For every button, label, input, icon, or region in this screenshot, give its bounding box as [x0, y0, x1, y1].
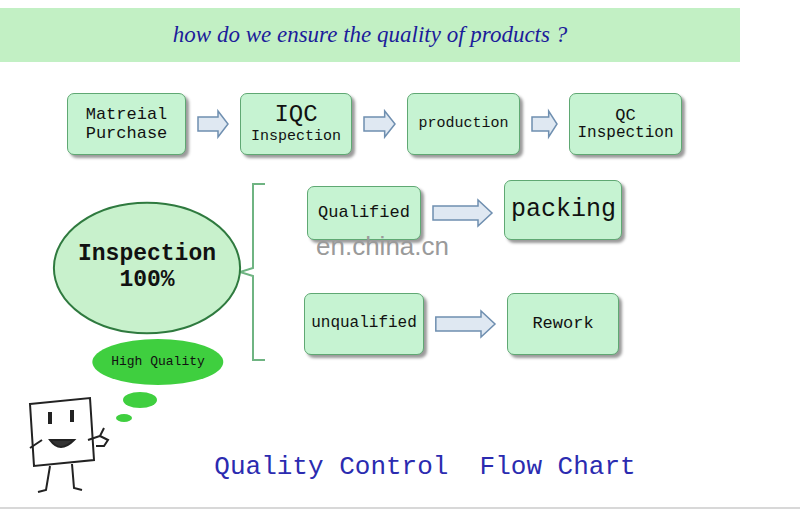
flow-arrow: [532, 111, 557, 137]
node-text: unqualified: [311, 315, 417, 333]
node-text: IQC: [274, 102, 317, 129]
caption: Quality Control Flow Chart: [200, 452, 650, 482]
flow-arrow: [198, 111, 228, 137]
flow-arrow: [436, 311, 495, 337]
node-text: Rework: [532, 314, 593, 333]
caption-text: Quality Control Flow Chart: [214, 452, 635, 482]
process-box: IQCInspection: [240, 93, 352, 155]
node-text: Matreial Purchase: [74, 105, 179, 143]
flow-arrow: [364, 111, 395, 137]
node-text: High Quality: [111, 355, 205, 370]
node-text: Inspection: [251, 129, 341, 146]
thought-bubble: [123, 392, 157, 408]
title-text: how do we ensure the quality of products…: [173, 22, 567, 48]
process-box: Matreial Purchase: [67, 93, 186, 155]
watermark: en.china.cn: [316, 231, 449, 262]
thought-bubble: [116, 414, 132, 422]
process-box: Rework: [507, 293, 619, 355]
process-box: QCInspection: [569, 93, 682, 155]
node-text: Inspection: [577, 125, 673, 143]
bottom-rule: [0, 507, 800, 509]
cartoon-character: [30, 398, 108, 492]
bracket: [240, 184, 265, 360]
process-box: production: [407, 93, 520, 155]
thought-ellipse: High Quality: [91, 338, 225, 386]
node-text: Qualified: [318, 203, 410, 222]
title-band: how do we ensure the quality of products…: [0, 8, 740, 62]
flow-arrow: [433, 200, 492, 226]
node-text: QC: [615, 106, 635, 125]
inspection-circle: Inspection 100%: [52, 200, 242, 336]
process-box: unqualified: [304, 293, 424, 355]
node-text: Inspection 100%: [72, 242, 222, 294]
process-box: packing: [504, 180, 622, 240]
node-text: packing: [511, 196, 615, 224]
node-text: production: [418, 116, 508, 133]
